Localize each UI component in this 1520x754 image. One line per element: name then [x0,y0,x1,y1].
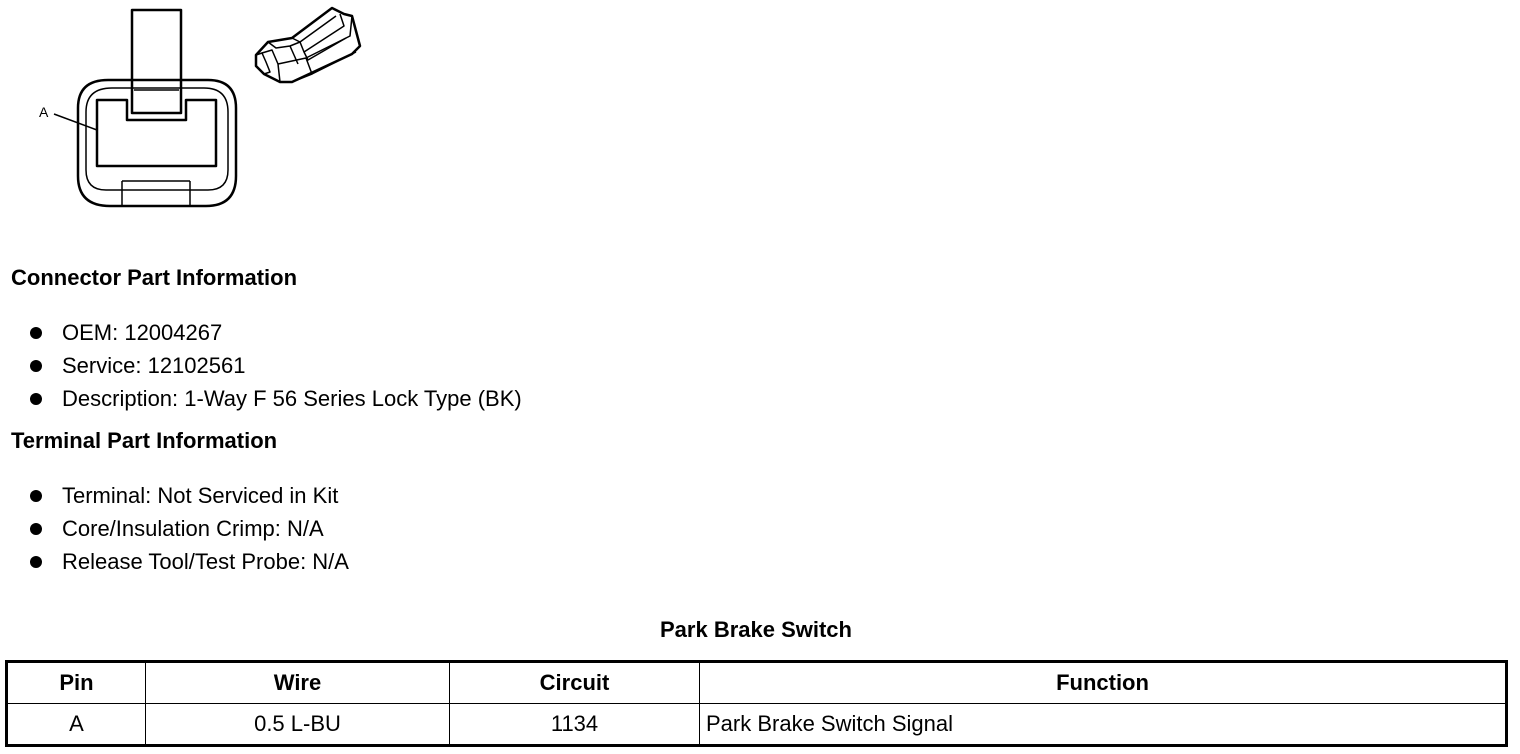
connector-description: Description: 1-Way F 56 Series Lock Type… [62,386,522,411]
terminal-info: Terminal: Not Serviced in Kit [62,483,339,508]
connector-oem-number: OEM: 12004267 [62,320,223,345]
wire-cell: 0.5 L-BU [145,703,450,746]
pin-cell: A [6,703,146,746]
release-tool-info: Release Tool/Test Probe: N/A [62,549,349,574]
bullet-icon [30,327,42,339]
locking-tab [130,8,183,115]
column-header-circuit: Circuit [449,661,700,704]
table-row: A 0.5 L-BU 1134 Park Brake Switch Signal [6,703,1507,746]
pin-a-callout: A [39,104,49,120]
column-header-pin: Pin [6,661,146,704]
terminal-cavity-a [95,98,218,168]
connector-isometric-view [254,6,362,84]
connector-housing-inner [85,87,229,191]
column-header-wire: Wire [145,661,450,704]
function-cell: Park Brake Switch Signal [699,703,1507,746]
table-title: Park Brake Switch [660,617,852,642]
terminal-part-info-heading: Terminal Part Information [11,428,278,453]
connector-service-number: Service: 12102561 [62,353,246,378]
connector-latch-recess [121,180,191,206]
bullet-icon [30,523,42,535]
table-header-row: Pin Wire Circuit Function [6,661,1507,704]
connector-part-info-heading: Connector Part Information [11,265,298,290]
pin-table: Pin Wire Circuit Function A 0.5 L-BU 113… [5,660,1508,747]
bullet-icon [30,490,42,502]
connector-housing-outline [76,78,238,208]
bullet-icon [30,393,42,405]
column-header-function: Function [699,661,1507,704]
connector-diagram: A [39,6,362,208]
crimp-info: Core/Insulation Crimp: N/A [62,516,324,541]
circuit-cell: 1134 [449,703,700,746]
pin-a-leader-line [53,113,98,131]
bullet-icon [30,360,42,372]
bullet-icon [30,556,42,568]
